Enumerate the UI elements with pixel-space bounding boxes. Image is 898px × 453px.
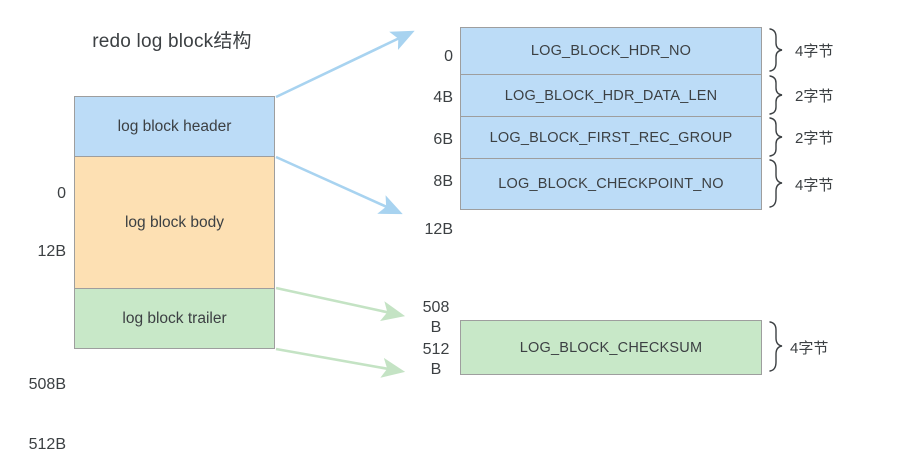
page-title: redo log block结构 [92,31,252,52]
offset-label-512b: 512B [28,436,66,453]
arrow-trailer-bottom [275,347,406,378]
hdr-offset-label-0: 0 [444,48,453,65]
field-log-block-hdr-data-len: LOG_BLOCK_HDR_DATA_LEN [460,74,762,117]
arrow-header-top [275,30,415,99]
arrow-trailer-top [275,286,406,322]
offset-label-12b: 12B [37,243,66,260]
field-log-block-checksum: LOG_BLOCK_CHECKSUM [460,320,762,375]
hdr-offset-label-6b: 6B [433,131,453,148]
hdr-offset-label-4b: 4B [433,89,453,106]
sum-offset-508-unit: B [430,318,442,336]
segment-log-block-header: log block header [74,96,275,157]
arrow-header-bottom [275,155,403,215]
offset-label-0: 0 [57,185,66,202]
size-label-hdr-data-len: 2字节 [795,88,834,105]
field-log-block-first-rec-group: LOG_BLOCK_FIRST_REC_GROUP [460,116,762,159]
segment-log-block-body: log block body [74,156,275,289]
offset-label-508b: 508B [28,376,66,393]
size-label-hdr-no: 4字节 [795,43,834,60]
size-label-checkpoint-no: 4字节 [795,177,834,194]
size-label-checksum: 4字节 [790,340,829,357]
diagram-canvas: redo log block结构 0 12B 508B 512B log blo… [29,27,834,453]
log-block-trailer-detail: 508 B 512 B LOG_BLOCK_CHECKSUM [423,299,762,378]
field-log-block-hdr-no: LOG_BLOCK_HDR_NO [460,27,762,75]
sum-offset-508-value: 508 [422,299,450,316]
sum-offset-label-512: 512 B [419,340,453,379]
sum-offset-512-unit: B [430,360,442,378]
sum-offset-label-508: 508 B [419,298,453,337]
sum-offset-512-value: 512 [422,341,450,358]
segment-log-block-trailer: log block trailer [74,288,275,349]
hdr-offset-label-12b: 12B [424,221,453,238]
hdr-offset-label-8b: 8B [433,173,453,190]
log-block-header-detail: 0 4B 6B 8B 12B LOG_BLOCK_HDR_NO LOG_BLOC… [425,27,762,238]
field-log-block-checkpoint-no: LOG_BLOCK_CHECKPOINT_NO [460,158,762,210]
redo-log-block: 0 12B 508B 512B log block header log blo… [29,96,275,453]
size-label-first-rec-group: 2字节 [795,130,834,147]
